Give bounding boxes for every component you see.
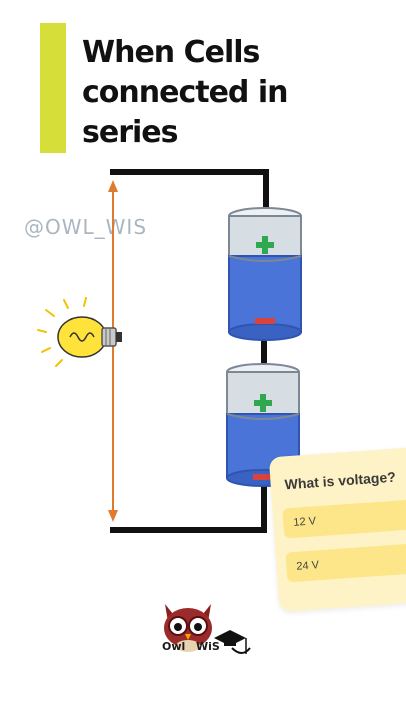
plus-sign (256, 236, 274, 254)
quiz-card: What is voltage? 12 V 24 V (268, 446, 406, 613)
light-bulb-icon (37, 297, 122, 367)
quiz-option-24v[interactable]: 24 V (285, 542, 406, 583)
owl-logo-icon (164, 604, 251, 654)
page-title: When Cells connected in series (82, 35, 289, 150)
quiz-option-12v[interactable]: 12 V (282, 498, 406, 539)
title-accent-bar (40, 23, 66, 153)
logo-text-owl: Owl (162, 640, 186, 653)
plus-sign (254, 394, 272, 412)
voltage-arrow (108, 180, 118, 522)
quiz-question: What is voltage? (284, 468, 397, 493)
minus-sign (253, 474, 273, 480)
watermark: @OWL_WIS (24, 215, 148, 239)
minus-sign (255, 318, 275, 324)
logo-text-wis: WiS (196, 640, 220, 653)
battery-icon (228, 207, 302, 341)
